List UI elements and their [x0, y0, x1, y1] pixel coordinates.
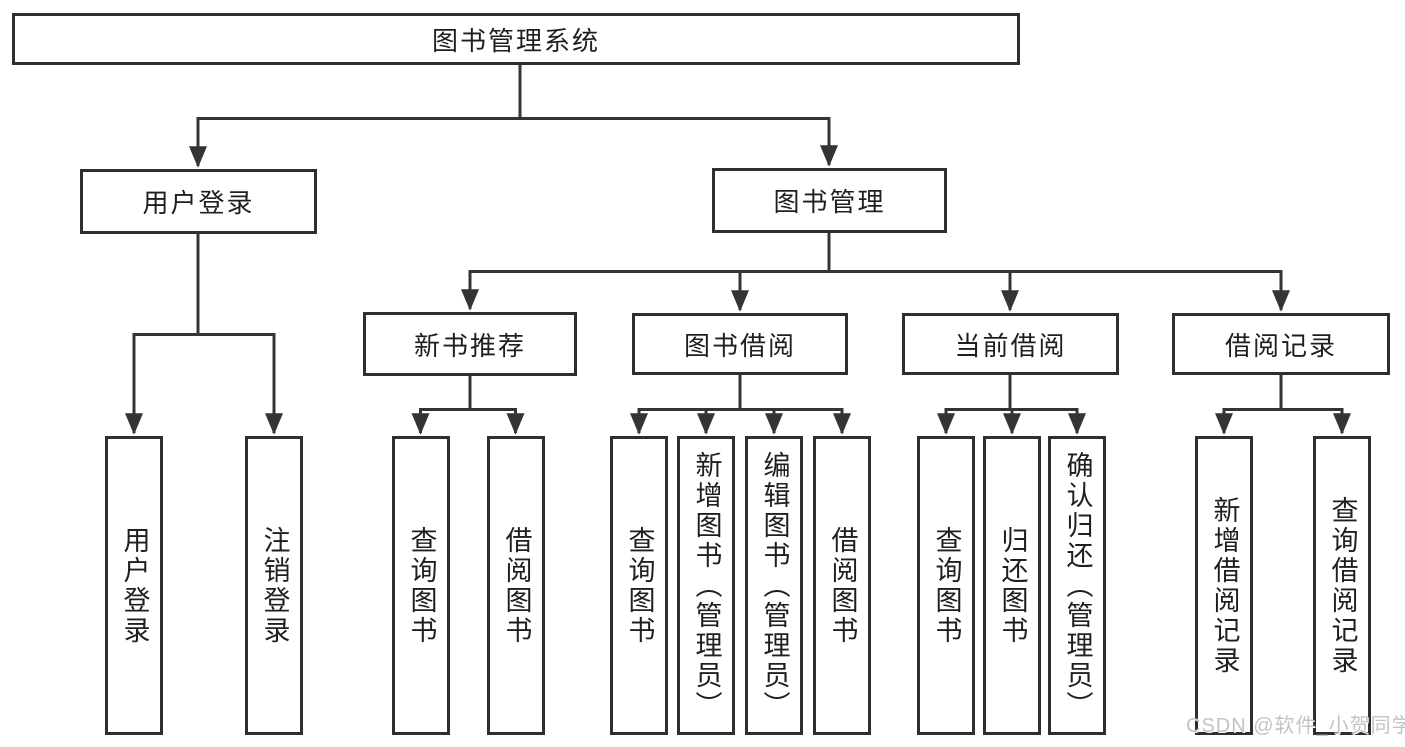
leaf-label: 新增借阅记录	[1209, 495, 1240, 676]
leaf-current-query-books: 查询图书	[917, 436, 975, 735]
leaf-label: 用户登录	[119, 525, 150, 646]
leaf-records-add-record: 新增借阅记录	[1195, 436, 1253, 735]
leaf-newbook-borrow-books: 借阅图书	[487, 436, 545, 735]
leaf-user-login: 用户登录	[105, 436, 163, 735]
node-current-borrow: 当前借阅	[902, 313, 1119, 375]
leaf-label: 编辑图书（管理员）	[759, 450, 790, 721]
node-book-borrow: 图书借阅	[632, 313, 848, 375]
node-user-login: 用户登录	[80, 169, 317, 234]
leaf-label: 借阅图书	[827, 525, 858, 646]
leaf-records-query-record: 查询借阅记录	[1313, 436, 1371, 735]
leaf-label: 查询图书	[931, 525, 962, 646]
leaf-newbook-query-books: 查询图书	[392, 436, 450, 735]
leaf-label: 查询借阅记录	[1327, 495, 1358, 676]
leaf-current-confirm-return-admin: 确认归还（管理员）	[1048, 436, 1106, 735]
leaf-logout: 注销登录	[245, 436, 303, 735]
node-root: 图书管理系统	[12, 13, 1020, 65]
node-book-management: 图书管理	[712, 168, 947, 233]
leaf-label: 借阅图书	[501, 525, 532, 646]
node-new-book-recommend: 新书推荐	[363, 312, 577, 376]
leaf-borrow-borrow-books: 借阅图书	[813, 436, 871, 735]
leaf-borrow-query-books: 查询图书	[610, 436, 668, 735]
leaf-label: 新增图书（管理员）	[691, 450, 722, 721]
watermark: CSDN @软件_小贺同学	[1186, 715, 1405, 737]
leaf-label: 查询图书	[406, 525, 437, 646]
leaf-borrow-add-books-admin: 新增图书（管理员）	[677, 436, 735, 735]
leaf-borrow-edit-books-admin: 编辑图书（管理员）	[745, 436, 803, 735]
leaf-label: 确认归还（管理员）	[1062, 450, 1093, 721]
leaf-current-return-books: 归还图书	[983, 436, 1041, 735]
leaf-label: 注销登录	[259, 525, 290, 646]
leaf-label: 查询图书	[624, 525, 655, 646]
leaf-label: 归还图书	[997, 525, 1028, 646]
node-borrow-records: 借阅记录	[1172, 313, 1390, 375]
